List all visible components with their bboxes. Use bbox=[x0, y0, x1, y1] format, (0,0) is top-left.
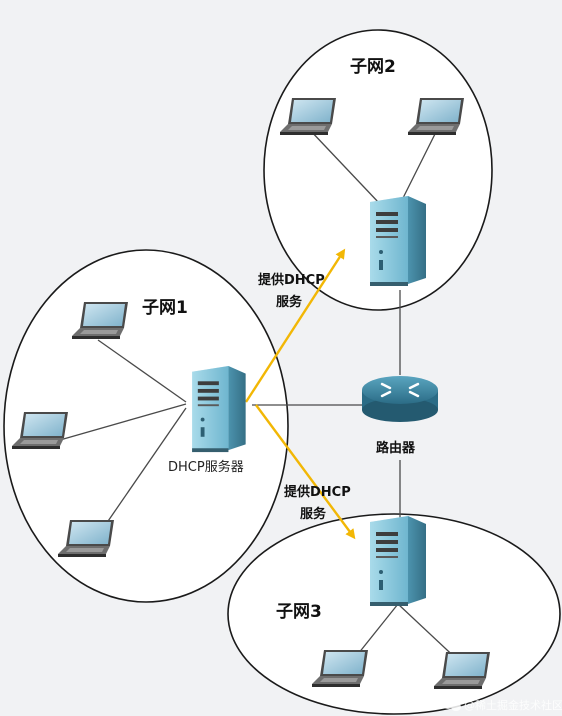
server-icon bbox=[192, 366, 246, 453]
link-laptop2-server bbox=[59, 403, 187, 441]
watermark-text: @稀土掘金技术社区 bbox=[464, 698, 562, 712]
watermark: @稀土掘金技术社区 bbox=[442, 698, 562, 712]
subnet-3-label: 子网3 bbox=[276, 602, 322, 622]
dhcp-service-top-line1: 提供DHCP bbox=[258, 272, 325, 288]
dhcp-service-bottom-line2: 服务 bbox=[300, 506, 327, 522]
link-laptop5-server2 bbox=[399, 131, 437, 205]
dhcp-arrow-to-subnet3 bbox=[255, 404, 356, 540]
dhcp-arrows bbox=[244, 248, 356, 540]
link-laptop3-server bbox=[94, 407, 187, 541]
network-links bbox=[59, 127, 463, 665]
router-label: 路由器 bbox=[376, 440, 416, 456]
dhcp-service-top-line2: 服务 bbox=[276, 294, 303, 310]
link-laptop4-server2 bbox=[307, 127, 381, 205]
link-laptop1-server bbox=[97, 339, 187, 403]
server-icon bbox=[370, 196, 426, 286]
server-icon bbox=[370, 516, 426, 606]
dhcp-service-bottom-line1: 提供DHCP bbox=[284, 484, 351, 500]
subnet-1-label: 子网1 bbox=[142, 298, 188, 318]
dhcp-arrow-to-subnet2 bbox=[244, 248, 346, 403]
wechat-icon bbox=[442, 699, 461, 711]
subnet-2-label: 子网2 bbox=[350, 57, 396, 77]
dhcp-server-label: DHCP服务器 bbox=[168, 459, 244, 475]
router-icon bbox=[362, 376, 438, 422]
